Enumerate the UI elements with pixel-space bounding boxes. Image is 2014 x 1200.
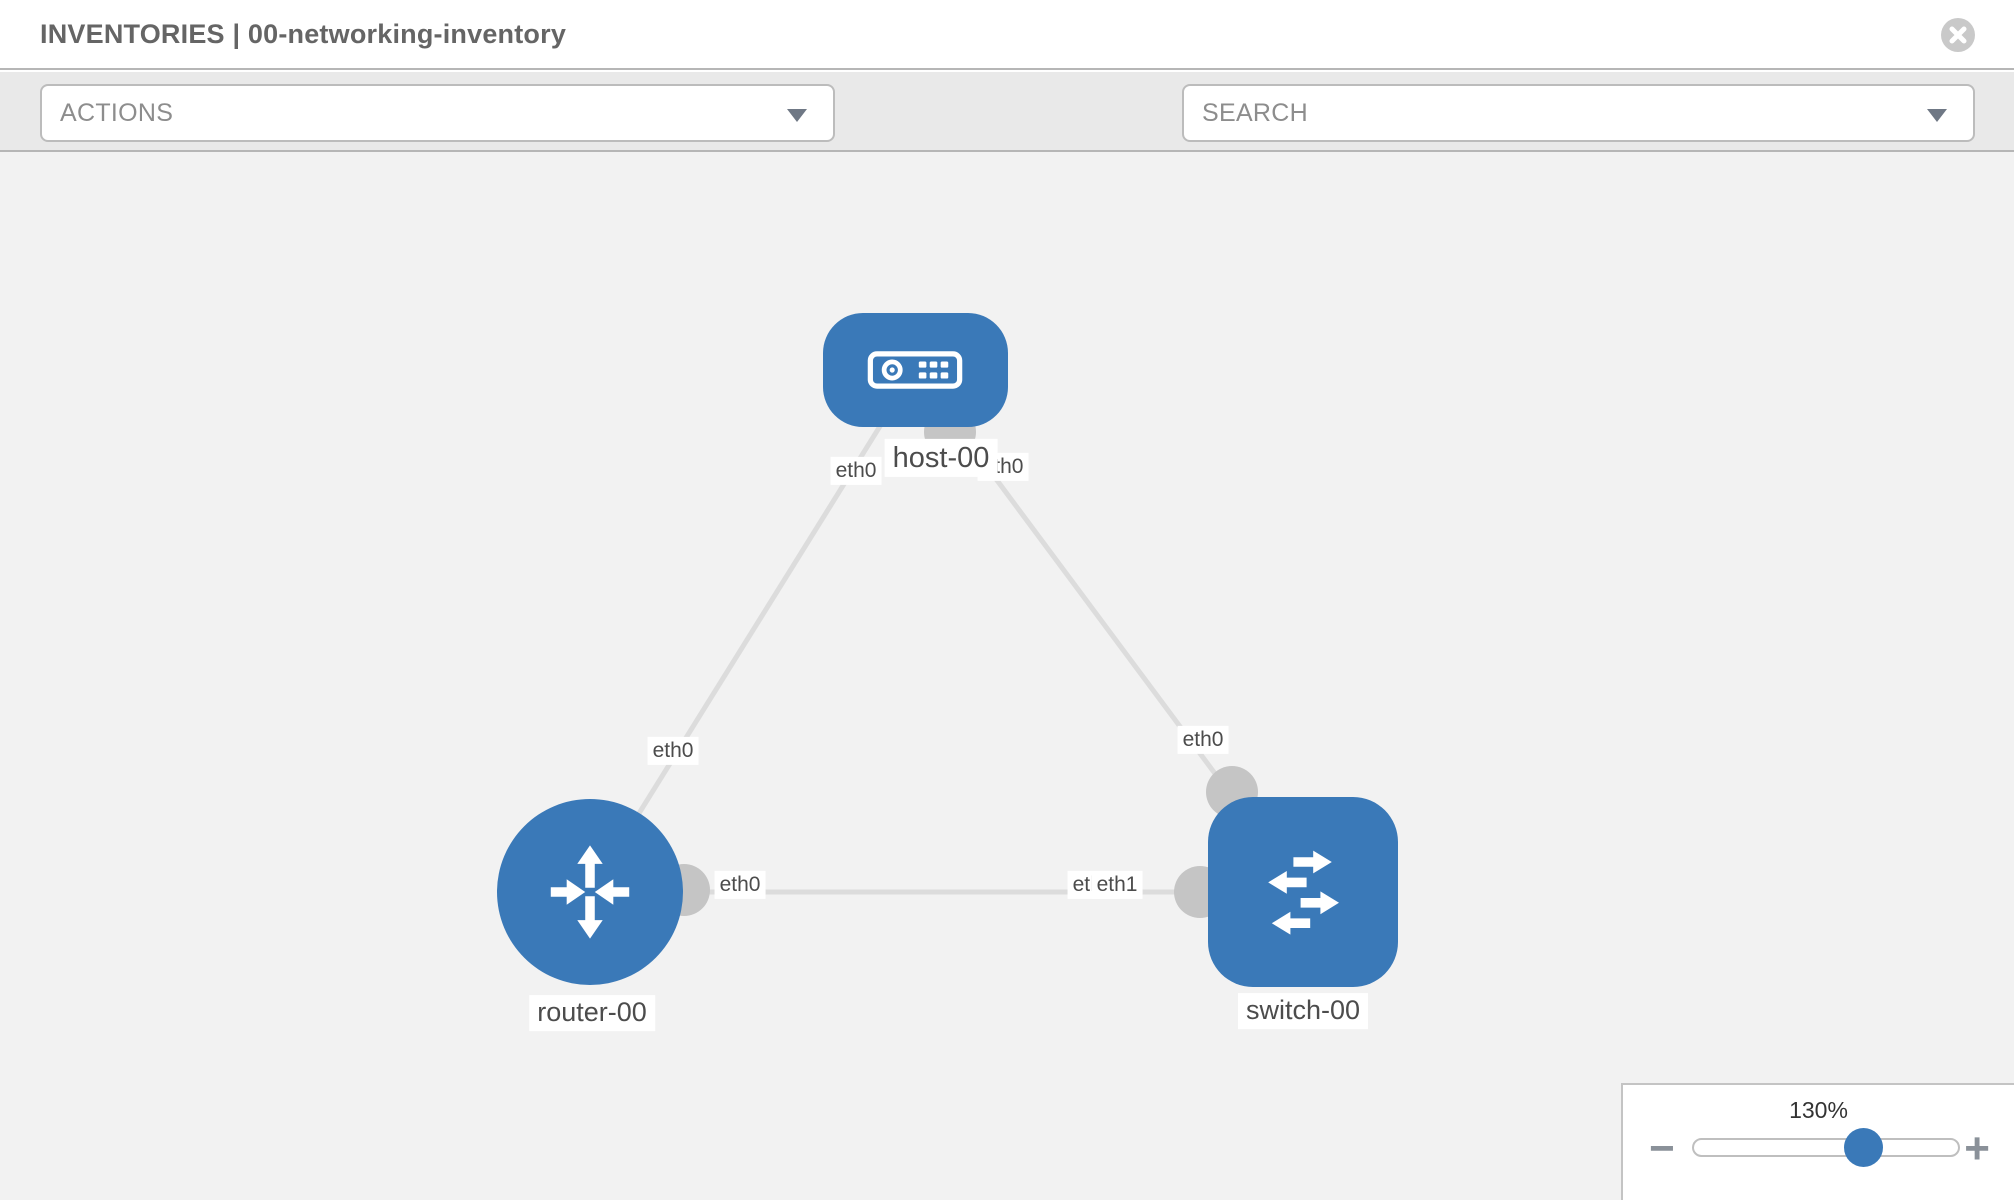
switch-icon [1243, 832, 1363, 952]
actions-dropdown-label: ACTIONS [60, 98, 174, 127]
router-icon [537, 839, 643, 945]
node-host-00[interactable] [822, 313, 1008, 427]
interface-label: eth0 [714, 870, 766, 900]
interface-label: eth0 [1177, 725, 1229, 755]
node-label-router-00: router-00 [529, 995, 655, 1031]
zoom-in-button[interactable]: + [1964, 1124, 1990, 1173]
zoom-slider-handle[interactable] [1844, 1128, 1884, 1167]
node-router-00[interactable] [497, 799, 683, 985]
caret-down-icon [787, 109, 807, 122]
node-label-host-00: host-00 [884, 438, 998, 478]
header-bar: INVENTORIES | 00-networking-inventory [0, 0, 2014, 70]
zoom-panel: 130% − + [1621, 1083, 2014, 1200]
node-label-switch-00: switch-00 [1237, 993, 1369, 1029]
close-icon [1940, 18, 1976, 57]
zoom-slider-track[interactable] [1692, 1138, 1960, 1157]
caret-down-icon [1927, 109, 1947, 122]
toolbar: ACTIONS SEARCH [0, 72, 2014, 200]
edge-layer [587, 368, 1306, 918]
interface-label: eth0 [830, 456, 882, 486]
actions-dropdown[interactable]: ACTIONS [40, 84, 835, 142]
page-title: INVENTORIES | 00-networking-inventory [40, 18, 567, 49]
interface-label: eth0 [647, 736, 699, 766]
close-button[interactable] [1940, 17, 1976, 53]
zoom-level-label: 130% [1789, 1097, 1848, 1123]
search-dropdown[interactable]: SEARCH [1182, 84, 1975, 142]
node-switch-00[interactable] [1208, 797, 1398, 987]
topology-canvas[interactable]: eth0eth0eth0eth0eth0eth0eth1host-00route… [0, 152, 2014, 1200]
host-icon [866, 351, 964, 389]
search-dropdown-label: SEARCH [1202, 98, 1308, 127]
interface-label: eth1 [1091, 870, 1143, 900]
zoom-out-button[interactable]: − [1649, 1124, 1675, 1173]
